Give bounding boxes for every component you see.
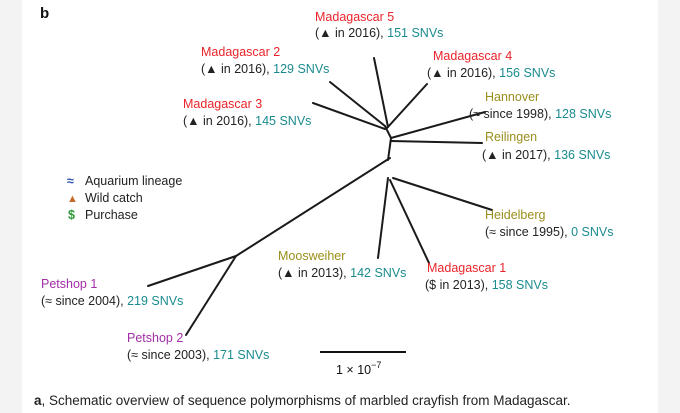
legend: ≈ Aquarium lineage ▲ Wild catch $ Purcha…: [67, 174, 182, 222]
branch-node-joint: [384, 125, 392, 139]
sample-snvs: 158 SNVs: [492, 278, 548, 292]
sample-origin: ($ in 2013),: [425, 278, 492, 292]
sample-petshop-2: Petshop 2 (≈ since 2003), 171 SNVs: [127, 331, 269, 362]
sample-madagascar-4: Madagascar 4 (▲ in 2016), 156 SNVs: [427, 49, 555, 80]
branch-mad1: [389, 179, 430, 264]
tree-branches: [147, 57, 493, 336]
branch-heidelberg: [392, 177, 493, 211]
sample-madagascar-3: Madagascar 3 (▲ in 2016), 145 SNVs: [183, 97, 311, 128]
sample-detail: (≈ since 2004), 219 SNVs: [41, 294, 183, 308]
scale-bar-label: 1 × 10−7: [336, 360, 381, 377]
caption-text: , Schematic overview of sequence polymor…: [41, 393, 571, 408]
legend-label-wild-catch: Wild catch: [85, 191, 143, 205]
branch-mad5: [373, 57, 389, 128]
branch-moosweiher: [377, 177, 389, 259]
sample-detail: (≈ since 1995), 0 SNVs: [485, 225, 613, 239]
branch-hannover: [390, 111, 486, 139]
left-margin: [0, 0, 22, 413]
sample-origin: (▲ in 2017),: [482, 148, 554, 162]
branch-internal-lower: [235, 157, 391, 257]
legend-label-aquarium: Aquarium lineage: [85, 174, 182, 188]
branch-mad2: [329, 81, 386, 127]
sample-name: Madagascar 4: [433, 49, 512, 63]
sample-heidelberg: Heidelberg (≈ since 1995), 0 SNVs: [485, 208, 613, 239]
branch-petshop1: [147, 255, 237, 287]
scale-bar-base: 1 × 10: [336, 363, 371, 377]
sample-detail: (▲ in 2016), 151 SNVs: [315, 26, 443, 40]
triangle-icon: ▲: [67, 193, 78, 205]
sample-origin: (≈ since 1995),: [485, 225, 571, 239]
scale-bar: 1 × 10−7: [320, 351, 406, 377]
scale-bar-exponent: −7: [371, 360, 381, 370]
sample-hannover: Hannover (≈ since 1998), 128 SNVs: [469, 90, 611, 121]
sample-snvs: 129 SNVs: [273, 62, 329, 76]
sample-origin: (≈ since 2003),: [127, 348, 213, 362]
sample-petshop-1: Petshop 1 (≈ since 2004), 219 SNVs: [41, 277, 183, 308]
branch-petshop2: [185, 255, 237, 336]
sample-madagascar-2: Madagascar 2 (▲ in 2016), 129 SNVs: [201, 45, 329, 76]
right-margin: [658, 0, 680, 413]
sample-snvs: 171 SNVs: [213, 348, 269, 362]
sample-snvs: 128 SNVs: [555, 107, 611, 121]
sample-name: Madagascar 5: [315, 10, 394, 24]
sample-snvs: 151 SNVs: [387, 26, 443, 40]
sample-snvs: 142 SNVs: [350, 266, 406, 280]
sample-name: Reilingen: [485, 130, 537, 144]
sample-origin: (≈ since 1998),: [469, 107, 555, 121]
sample-name: Hannover: [485, 90, 539, 104]
sample-detail: (▲ in 2016), 145 SNVs: [183, 114, 311, 128]
sample-snvs: 219 SNVs: [127, 294, 183, 308]
legend-label-purchase: Purchase: [85, 208, 138, 222]
sample-name: Moosweiher: [278, 249, 345, 263]
sample-detail: (≈ since 1998), 128 SNVs: [469, 107, 611, 121]
sample-origin: (▲ in 2016),: [427, 66, 499, 80]
branch-mad4: [386, 83, 428, 129]
sample-madagascar-5: Madagascar 5 (▲ in 2016), 151 SNVs: [315, 10, 443, 40]
sample-name: Petshop 1: [41, 277, 97, 291]
branch-mad3: [312, 102, 386, 130]
sample-origin: (▲ in 2016),: [315, 26, 387, 40]
caption-label: a: [34, 393, 42, 408]
dollar-icon: $: [68, 208, 75, 222]
panel-label: b: [40, 5, 49, 22]
wave-icon: ≈: [67, 174, 74, 188]
sample-detail: (≈ since 2003), 171 SNVs: [127, 348, 269, 362]
sample-name: Madagascar 1: [427, 261, 506, 275]
sample-detail: (▲ in 2013), 142 SNVs: [278, 266, 406, 280]
sample-snvs: 145 SNVs: [255, 114, 311, 128]
sample-name: Madagascar 3: [183, 97, 262, 111]
sample-reilingen: Reilingen (▲ in 2017), 136 SNVs: [482, 130, 610, 162]
sample-detail: (▲ in 2017), 136 SNVs: [482, 148, 610, 162]
sample-detail: (▲ in 2016), 156 SNVs: [427, 66, 555, 80]
sample-snvs: 156 SNVs: [499, 66, 555, 80]
sample-snvs: 136 SNVs: [554, 148, 610, 162]
sample-name: Heidelberg: [485, 208, 546, 222]
sample-detail: ($ in 2013), 158 SNVs: [425, 278, 548, 292]
sample-origin: (▲ in 2016),: [183, 114, 255, 128]
sample-origin: (▲ in 2013),: [278, 266, 350, 280]
sample-origin: (≈ since 2004),: [41, 294, 127, 308]
branch-reilingen: [390, 140, 483, 144]
sample-snvs: 0 SNVs: [571, 225, 613, 239]
sample-madagascar-1: Madagascar 1 ($ in 2013), 158 SNVs: [425, 261, 548, 292]
sample-origin: (▲ in 2016),: [201, 62, 273, 76]
sample-name: Madagascar 2: [201, 45, 280, 59]
sample-detail: (▲ in 2016), 129 SNVs: [201, 62, 329, 76]
sample-moosweiher: Moosweiher (▲ in 2013), 142 SNVs: [278, 249, 406, 280]
figure-caption: a, Schematic overview of sequence polymo…: [34, 393, 571, 408]
sample-name: Petshop 2: [127, 331, 183, 345]
